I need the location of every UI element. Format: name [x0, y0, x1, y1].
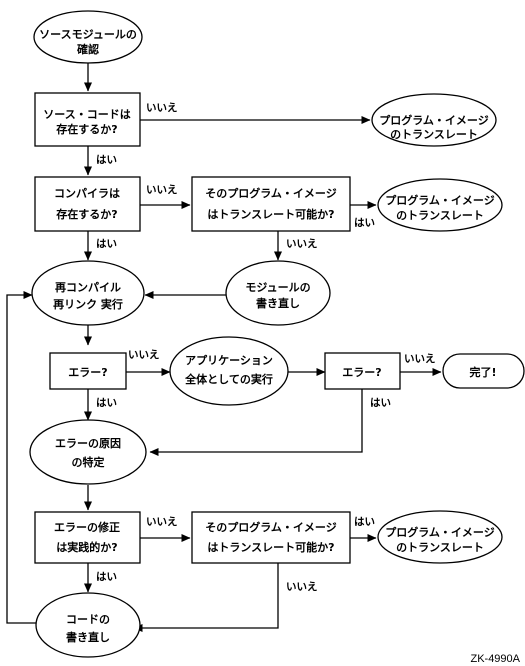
- label-no: いいえ: [404, 353, 436, 365]
- node-text: 再コンパイル: [55, 281, 121, 294]
- node-text: の特定: [72, 455, 105, 469]
- node-compiler-exists: コンパイラは 存在するか?: [34, 176, 141, 232]
- figure-id: ZK-4990A: [470, 653, 520, 665]
- node-rewrite-module: モジュールの 書き直し: [225, 260, 331, 326]
- node-text: 全体としての実行: [184, 372, 273, 386]
- node-translate-image-1: プログラム・イメージ のトランスレート: [371, 93, 497, 147]
- node-text: モジュールの: [245, 281, 310, 294]
- node-text: コードの: [66, 613, 110, 626]
- label-yes: はい: [354, 217, 375, 229]
- label-no: いいえ: [146, 516, 178, 528]
- node-text: は実践的か?: [56, 540, 117, 554]
- node-source-exists: ソース・コードは 存在するか?: [34, 92, 141, 147]
- node-text: エラー?: [68, 366, 107, 379]
- connectors: [6, 63, 442, 632]
- node-check-source: ソースモジュールの 確認: [33, 10, 143, 64]
- label-no: いいえ: [146, 184, 178, 196]
- node-text: 存在するか?: [56, 122, 117, 136]
- node-can-translate-2: そのプログラム・イメージ はトランスレート可能か?: [191, 511, 351, 564]
- node-text: 書き直し: [66, 630, 110, 644]
- label-yes: はい: [96, 238, 117, 250]
- node-text: 書き直し: [256, 296, 300, 310]
- node-can-translate-1: そのプログラム・イメージ はトランスレート可能か?: [191, 176, 351, 232]
- node-text: 確認: [77, 42, 99, 56]
- node-text: のトランスレート: [396, 209, 484, 222]
- node-text: のトランスレート: [390, 128, 478, 141]
- node-text: ソースモジュールの: [39, 28, 137, 41]
- node-text: プログラム・イメージ: [385, 525, 494, 539]
- label-yes: はい: [96, 397, 117, 409]
- node-error-1: エラー?: [49, 352, 127, 390]
- label-no: いいえ: [286, 581, 318, 593]
- label-no: いいえ: [128, 349, 160, 361]
- node-error-2: エラー?: [324, 352, 401, 390]
- node-text: エラーの原因: [55, 437, 121, 450]
- label-no: いいえ: [286, 238, 318, 250]
- branch-labels: いいえ はい いいえ はい はい いいえ いいえ いいえ はい はい いいえ は…: [96, 102, 436, 593]
- node-text: はトランスレート可能か?: [207, 540, 334, 554]
- node-text: コンパイラは: [54, 187, 120, 200]
- node-recompile: 再コンパイル 再リンク 実行: [31, 260, 145, 326]
- node-text: 存在するか?: [56, 207, 117, 221]
- label-yes: はい: [354, 516, 375, 528]
- node-text: のトランスレート: [396, 541, 484, 554]
- node-text: そのプログラム・イメージ: [205, 186, 336, 200]
- label-yes: はい: [370, 397, 391, 409]
- node-identify-cause: エラーの原因 の特定: [29, 419, 147, 485]
- node-text: はトランスレート可能か?: [207, 207, 334, 221]
- node-done: 完了!: [442, 353, 525, 389]
- node-text: エラー?: [342, 366, 381, 379]
- label-yes: はい: [96, 571, 117, 583]
- node-rewrite-code: コードの 書き直し: [35, 592, 141, 658]
- label-no: いいえ: [146, 102, 178, 114]
- node-text: 完了!: [469, 365, 496, 379]
- label-yes: はい: [96, 154, 117, 166]
- node-run-app: アプリケーション 全体としての実行: [169, 336, 289, 406]
- node-text: ソース・コードは: [43, 108, 130, 121]
- node-translate-image-3: プログラム・イメージ のトランスレート: [377, 510, 503, 564]
- node-text: アプリケーション: [185, 353, 273, 367]
- node-text: プログラム・イメージ: [385, 193, 494, 207]
- node-text: エラーの修正: [54, 520, 120, 534]
- node-text: 再リンク 実行: [53, 297, 123, 311]
- node-text: そのプログラム・イメージ: [205, 520, 336, 534]
- node-translate-image-2: プログラム・イメージ のトランスレート: [377, 178, 503, 232]
- node-fix-practical: エラーの修正 は実践的か?: [34, 511, 141, 564]
- node-text: プログラム・イメージ: [379, 113, 488, 127]
